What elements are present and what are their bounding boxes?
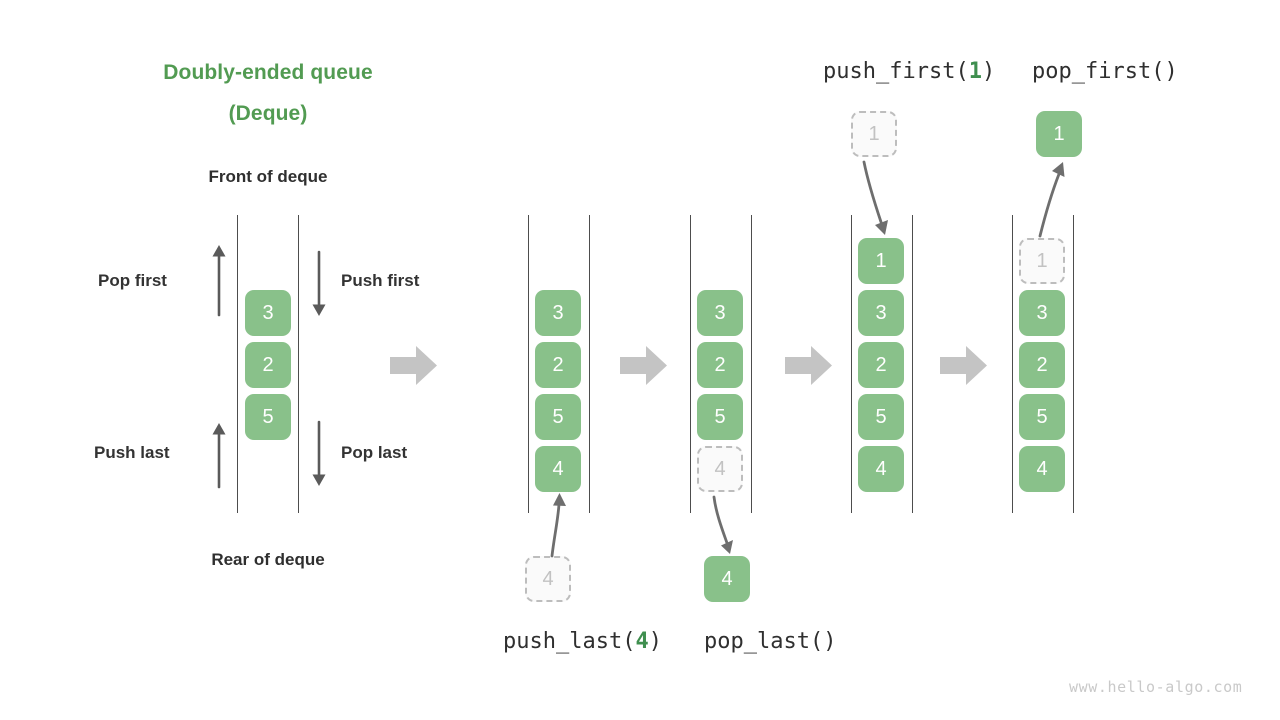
push-last-arrow-up [212,423,226,489]
outgoing-cell: 1 [1036,111,1082,157]
incoming-ghost-cell: 1 [851,111,897,157]
push-first-arrow-down [312,250,326,316]
deque-cell: 3 [1019,290,1065,336]
deque-rail-left-col3 [690,215,691,513]
push-first-operation-label: push_first(1) [823,59,995,85]
deque-cell: 3 [858,290,904,336]
rear-of-deque-label: Rear of deque [211,550,325,569]
deque-rail-left-col1 [237,215,238,513]
deque-cell-ghost: 1 [1019,238,1065,284]
outgoing-cell: 4 [704,556,750,602]
push-first-close: ) [981,59,996,84]
deque-cell: 3 [697,290,743,336]
deque-cell: 4 [1019,446,1065,492]
deque-cell: 2 [858,342,904,388]
pop-first-operation-label: pop_first() [1032,59,1178,84]
transition-arrow-4-icon [940,346,987,385]
deque-cell: 5 [1019,394,1065,440]
deque-cell: 4 [858,446,904,492]
pop-last-label: Pop last [341,443,408,462]
deque-cell: 5 [245,394,291,440]
transition-arrow-3-icon [785,346,832,385]
transition-arrow-2-icon [620,346,667,385]
deque-rail-left-col5 [1012,215,1013,513]
pop-first-label: Pop first [98,271,167,290]
pop-first-remove-arrow [1038,162,1065,238]
deque-cell: 2 [535,342,581,388]
deque-rail-right-col3 [751,215,752,513]
deque-cell: 5 [697,394,743,440]
pop-last-operation-label: pop_last() [704,629,837,654]
front-of-deque-label: Front of deque [208,167,328,186]
transition-arrow-1-icon [390,346,437,385]
diagram-title-line1: Doubly-ended queue [163,61,373,84]
pop-last-remove-arrow [712,495,733,554]
incoming-ghost-cell: 4 [525,556,571,602]
deque-rail-right-col5 [1073,215,1074,513]
deque-cell: 5 [535,394,581,440]
push-last-close: ) [648,629,662,654]
diagram-title-line2: (Deque) [228,102,308,125]
push-first-label: Push first [341,271,420,290]
deque-cell: 3 [245,290,291,336]
push-last-fn-name: push_last( [503,629,636,654]
push-last-operation-label: push_last(4) [503,629,662,655]
push-first-arg: 1 [968,59,982,84]
deque-cell: 4 [535,446,581,492]
deque-cell: 3 [535,290,581,336]
push-last-arg: 4 [635,629,649,654]
deque-cell: 2 [697,342,743,388]
deque-rail-left-col2 [528,215,529,513]
deque-rail-left-col4 [851,215,852,513]
push-last-insert-arrow [550,493,566,558]
watermark: www.hello-algo.com [1069,678,1243,696]
deque-rail-right-col4 [912,215,913,513]
deque-cell: 5 [858,394,904,440]
push-last-label: Push last [94,443,170,462]
pop-first-arrow-up [212,245,226,317]
deque-cell: 1 [858,238,904,284]
deque-rail-right-col2 [589,215,590,513]
pop-last-arrow-down [312,420,326,486]
deque-rail-right-col1 [298,215,299,513]
push-first-fn-name: push_first( [823,59,969,84]
deque-cell: 2 [1019,342,1065,388]
deque-cell-ghost: 4 [697,446,743,492]
push-first-insert-arrow [862,160,888,235]
deque-cell: 2 [245,342,291,388]
